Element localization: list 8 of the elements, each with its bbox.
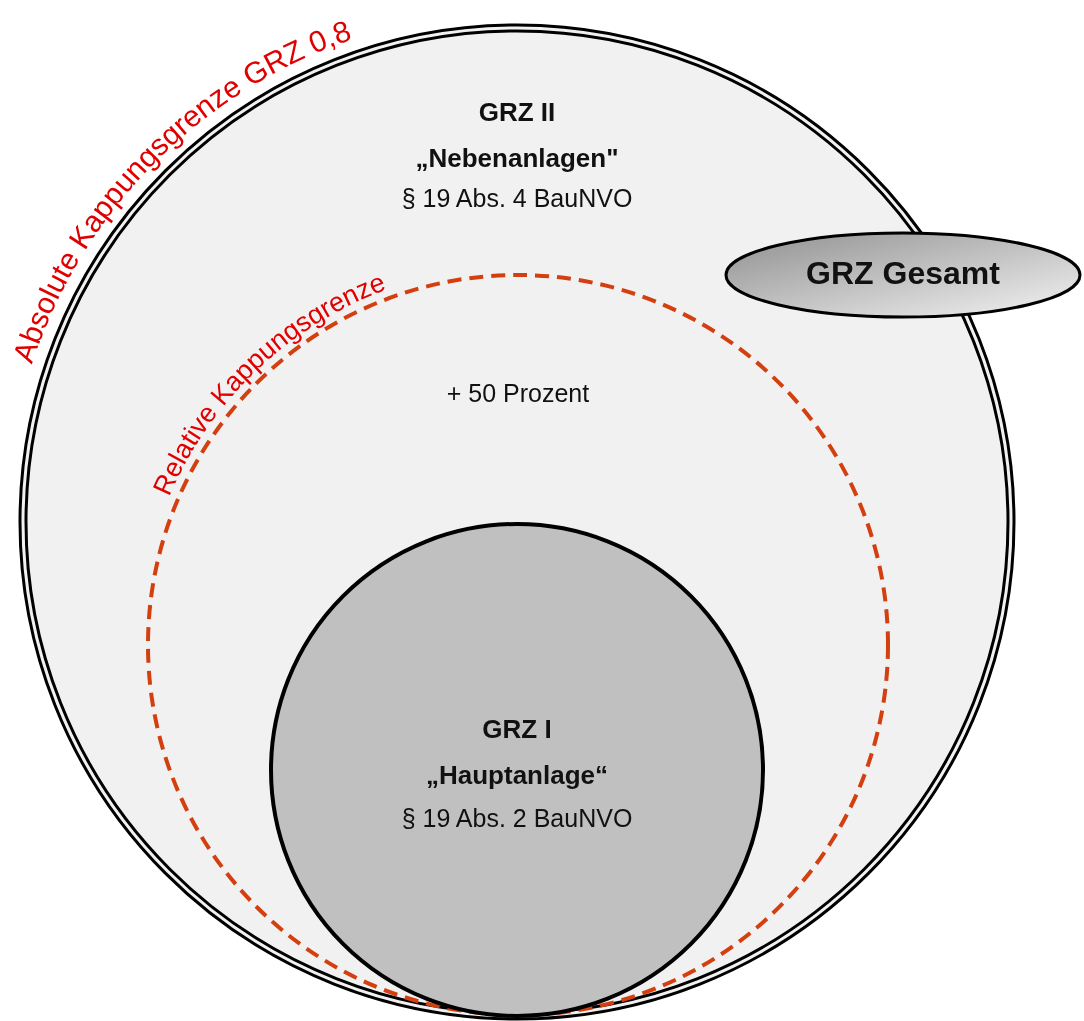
inner-circle <box>269 522 765 1018</box>
legal-reference: § 19 Abs. 4 BauNVO <box>400 183 634 214</box>
legal-reference: § 19 Abs. 2 BauNVO <box>400 803 634 834</box>
heading: GRZ I „Hauptanlage“ <box>425 713 609 792</box>
ellipse <box>724 231 1082 319</box>
total-label: GRZ Gesamt <box>805 254 1001 293</box>
percentage-label: + 50 Prozent <box>445 378 591 409</box>
heading: GRZ II „Nebenanlagen" <box>414 96 620 175</box>
